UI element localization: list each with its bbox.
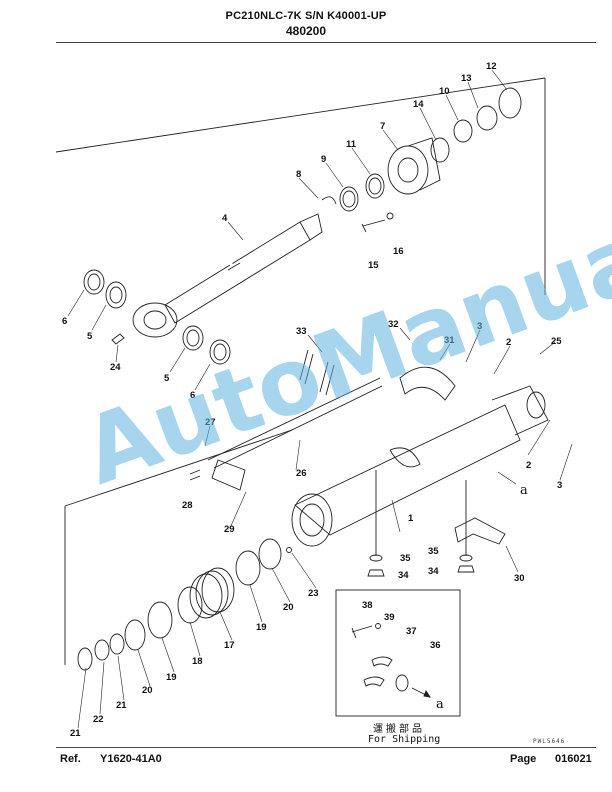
callout-23: 23 xyxy=(308,588,319,599)
callout-2a: 2 xyxy=(506,337,511,348)
callout-4: 4 xyxy=(222,213,228,224)
callout-34b: 34 xyxy=(428,566,439,577)
callout-11: 11 xyxy=(346,139,357,150)
callout-5b: 5 xyxy=(164,373,170,384)
callout-37: 37 xyxy=(406,626,417,637)
callout-35b: 35 xyxy=(428,546,439,557)
callout-27: 27 xyxy=(205,417,216,428)
callout-8: 8 xyxy=(296,169,301,180)
callout-labels: 12 13 10 14 11 7 9 8 4 16 15 6 5 24 5 6 … xyxy=(62,61,562,739)
footer-page-number: 016021 xyxy=(555,753,592,765)
callout-20a: 20 xyxy=(283,602,294,613)
callout-36: 36 xyxy=(430,640,441,651)
drawing-code: PWL5646 xyxy=(533,738,566,745)
page-header-model: PC210NLC-7K S/N K40001-UP xyxy=(225,10,387,22)
callout-6b: 6 xyxy=(190,390,195,401)
rod-end-bushings xyxy=(83,269,231,365)
callout-12: 12 xyxy=(486,61,497,72)
callout-9: 9 xyxy=(321,154,326,165)
mounting-hardware xyxy=(367,470,475,577)
callout-7: 7 xyxy=(380,121,385,132)
footer-page-label: Page xyxy=(510,753,537,765)
callout-26: 26 xyxy=(296,468,307,479)
head-assembly xyxy=(321,87,522,233)
callout-14: 14 xyxy=(413,99,424,110)
footer-ref-label: Ref. xyxy=(60,753,81,765)
callout-22: 22 xyxy=(93,714,104,725)
leader-lines xyxy=(67,69,573,729)
subscript-a-2: a xyxy=(436,697,444,712)
callout-13: 13 xyxy=(461,73,472,84)
callout-38: 38 xyxy=(362,600,373,611)
shipping-label-english: For Shipping xyxy=(368,734,441,745)
callout-18: 18 xyxy=(192,656,203,667)
callout-6a: 6 xyxy=(62,316,67,327)
callout-2b: 2 xyxy=(526,460,531,471)
subscript-labels: a a xyxy=(436,483,528,712)
callout-19a: 19 xyxy=(256,622,267,633)
callout-31: 31 xyxy=(444,335,455,346)
callout-3b: 3 xyxy=(557,480,562,491)
callout-21a: 21 xyxy=(116,700,127,711)
callout-25: 25 xyxy=(551,336,562,347)
header-rule xyxy=(56,42,596,43)
callout-30: 30 xyxy=(514,573,525,584)
callout-20b: 20 xyxy=(142,685,153,696)
callout-29: 29 xyxy=(224,524,235,535)
page-header-group: 480200 xyxy=(285,24,327,38)
callout-19b: 19 xyxy=(166,672,177,683)
piston-seals xyxy=(77,538,292,671)
subscript-a-1: a xyxy=(520,483,528,498)
callout-39: 39 xyxy=(384,612,395,623)
callout-24: 24 xyxy=(110,362,121,373)
callout-21b: 21 xyxy=(70,728,81,739)
callout-10: 10 xyxy=(439,86,450,97)
cylinder-tube xyxy=(291,385,549,547)
callout-17: 17 xyxy=(224,640,235,651)
footer-rule xyxy=(56,747,596,748)
callout-34a: 34 xyxy=(398,570,409,581)
piping-assembly xyxy=(189,349,506,545)
callout-33: 33 xyxy=(296,326,307,337)
shipping-label-japanese: 運搬部品 xyxy=(373,724,425,735)
rod-part xyxy=(132,213,323,338)
callout-1: 1 xyxy=(408,513,414,524)
callout-32: 32 xyxy=(388,319,399,330)
callout-15: 15 xyxy=(368,260,379,271)
footer-ref-number: Y1620-41A0 xyxy=(100,753,162,765)
callout-28: 28 xyxy=(182,500,193,511)
callout-3a: 3 xyxy=(477,321,482,332)
callout-16: 16 xyxy=(393,246,404,257)
callout-35a: 35 xyxy=(400,553,411,564)
callout-5a: 5 xyxy=(87,331,93,342)
shipping-inset xyxy=(335,589,461,717)
